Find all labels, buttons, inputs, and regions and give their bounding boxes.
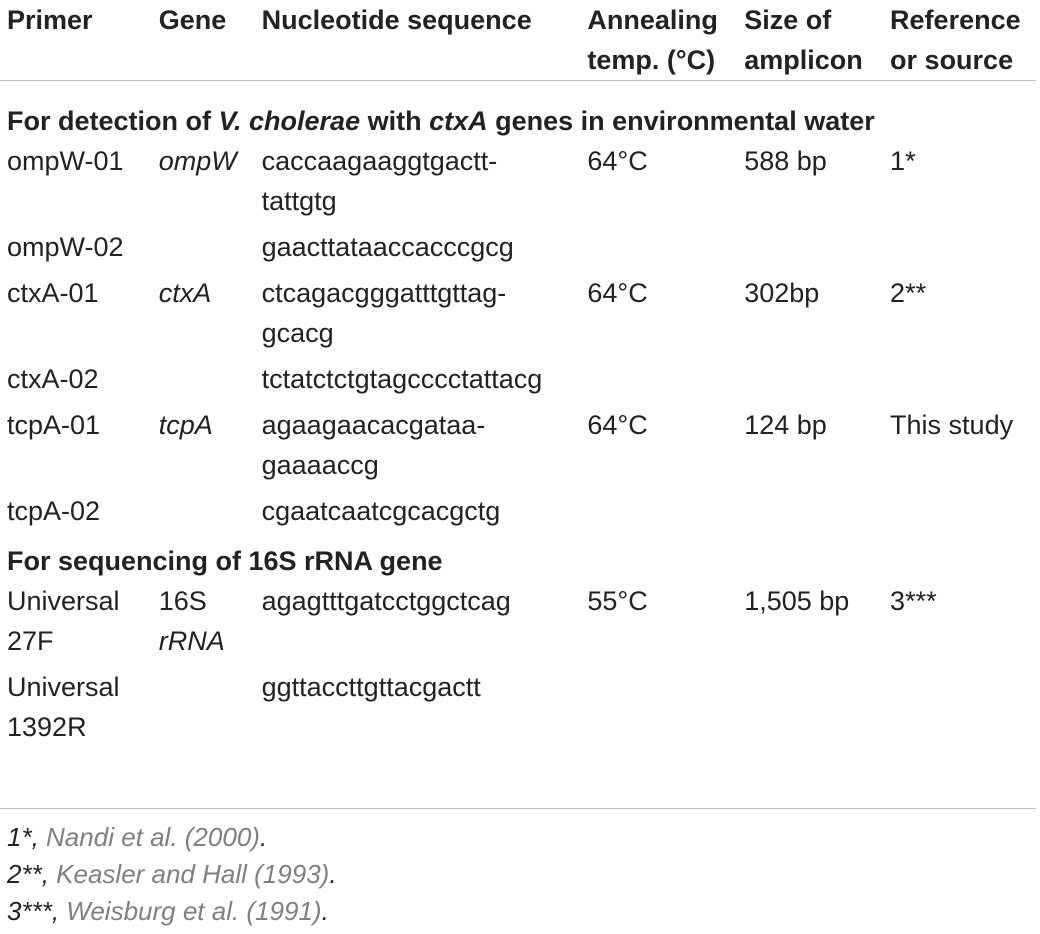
table-row: tcpA-02 cgaatcaatcgcacgctg xyxy=(0,491,1036,537)
size-cell xyxy=(744,667,890,753)
size-cell: 302bp xyxy=(744,278,820,308)
primer-table: Primer Gene Nucleotide sequence Annealin… xyxy=(0,0,1036,753)
gene-cell xyxy=(159,667,262,753)
temp-cell: 64°C xyxy=(587,146,648,176)
gene-cell: ompW xyxy=(158,146,237,176)
temp-cell xyxy=(587,359,744,405)
reference-cell xyxy=(890,667,1036,753)
table-row: tcpA-01 tcpA agaagaacacgataa-gaaaaccg 64… xyxy=(0,405,1036,491)
size-cell xyxy=(744,227,890,273)
header-row: Primer Gene Nucleotide sequence Annealin… xyxy=(0,0,1036,81)
temp-cell xyxy=(587,227,744,273)
gene-cell: ctxA xyxy=(158,278,212,308)
table-row: ctxA-02 tctatctctgtagcccctattacg xyxy=(0,359,1036,405)
reference-cell xyxy=(890,359,1036,405)
table-footnotes: 1*, Nandi et al. (2000). 2**, Keasler an… xyxy=(0,808,1036,930)
temp-cell xyxy=(587,667,744,753)
section-heading-detection: For detection of V. cholerae with ctxA g… xyxy=(0,81,1036,142)
temp-cell: 55°C xyxy=(587,586,648,616)
section-title: For sequencing of 16S rRNA gene xyxy=(7,546,443,576)
sequence-cell: agagtttgatcctggctcag xyxy=(261,586,511,616)
sequence-cell: agaagaacacgataa-gaaaaccg xyxy=(261,410,486,480)
footnote: 2**, Keasler and Hall (1993). xyxy=(7,859,337,889)
header-primer: Primer xyxy=(7,5,93,35)
section-heading-sequencing: For sequencing of 16S rRNA gene xyxy=(0,537,1036,581)
table-row: ompW-01 ompW caccaagaaggtgactt-tattgtg 6… xyxy=(0,141,1036,227)
gene-cell xyxy=(159,491,262,537)
primer-cell: tcpA-02 xyxy=(7,496,101,526)
gene-cell xyxy=(159,359,262,405)
sequence-cell: cgaatcaatcgcacgctg xyxy=(261,496,501,526)
gene-cell xyxy=(159,227,262,273)
header-sequence: Nucleotide sequence xyxy=(261,5,532,35)
primer-cell: ompW-02 xyxy=(7,232,124,262)
header-gene: Gene xyxy=(158,5,227,35)
reference-cell xyxy=(890,227,1036,273)
reference-cell: This study xyxy=(890,410,1014,440)
reference-cell xyxy=(890,491,1036,537)
size-cell: 588 bp xyxy=(744,146,827,176)
reference-cell: 2** xyxy=(890,278,927,308)
primer-cell: ompW-01 xyxy=(7,146,124,176)
gene-cell: tcpA xyxy=(158,410,213,440)
temp-cell: 64°C xyxy=(587,278,648,308)
sequence-cell: ctcagacgggatttgttag-gcacg xyxy=(261,278,507,348)
primer-cell: ctxA-01 xyxy=(7,278,99,308)
size-cell xyxy=(744,359,890,405)
size-cell: 124 bp xyxy=(744,410,827,440)
primer-cell: ctxA-02 xyxy=(7,364,99,394)
primer-cell: tcpA-01 xyxy=(7,410,101,440)
temp-cell: 64°C xyxy=(587,410,648,440)
size-cell: 1,505 bp xyxy=(744,586,850,616)
sequence-cell: gaacttataaccacccgcg xyxy=(261,232,514,262)
sequence-cell: ggttaccttgttacgactt xyxy=(261,672,481,702)
footnote: 1*, Nandi et al. (2000). xyxy=(7,822,268,852)
citation-link[interactable]: Keasler and Hall (1993) xyxy=(56,859,330,889)
table-row: ompW-02 gaacttataaccacccgcg xyxy=(0,227,1036,273)
size-cell xyxy=(744,491,890,537)
footnote: 3***, Weisburg et al. (1991). xyxy=(7,896,329,926)
table-row: ctxA-01 ctxA ctcagacgggatttgttag-gcacg 6… xyxy=(0,273,1036,359)
section-title: For detection of V. cholerae with ctxA g… xyxy=(7,106,875,136)
citation-link[interactable]: Nandi et al. (2000) xyxy=(46,822,260,852)
temp-cell xyxy=(587,491,744,537)
sequence-cell: caccaagaaggtgactt-tattgtg xyxy=(261,146,498,216)
reference-cell: 3*** xyxy=(890,586,937,616)
reference-cell: 1* xyxy=(890,146,916,176)
citation-link[interactable]: Weisburg et al. (1991) xyxy=(66,896,322,926)
sequence-cell: tctatctctgtagcccctattacg xyxy=(261,364,543,394)
